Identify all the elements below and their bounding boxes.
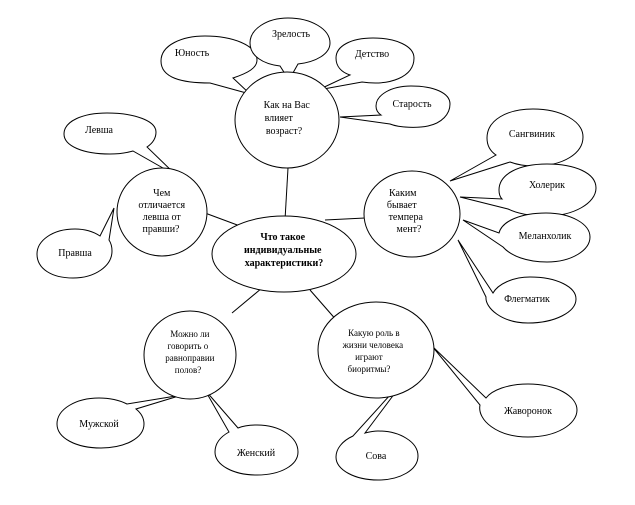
leaf-melancholic-label: Меланхолик <box>519 231 572 242</box>
topic-age-text: Как на Вас влияет возраст? <box>264 100 313 137</box>
center-line-3: характеристики? <box>245 258 324 269</box>
leaf-sanguine-label: Сангвиник <box>509 129 555 140</box>
leaf-righty-label: Правша <box>58 248 92 259</box>
topic-biorhythm-ellipse <box>317 301 435 399</box>
topic-hand-line-3: левша от <box>143 212 182 223</box>
connector-center-temperament <box>324 217 366 221</box>
topic-age-line-3: возраст? <box>266 126 303 137</box>
topic-gender-line-3: равноправии <box>165 353 214 363</box>
topic-temperament-text: Каким бывает темпера мент? <box>387 188 426 235</box>
leaf-male-label: Мужской <box>79 419 119 430</box>
leaf-childhood-label: Детство <box>355 49 389 60</box>
center-line-1: Что такое <box>260 232 305 243</box>
leaf-choleric-label: Холерик <box>529 180 565 191</box>
callout-choleric <box>459 163 597 217</box>
leaf-female-label: Женский <box>237 448 276 459</box>
topic-hand-text: Чем отличается левша от правши? <box>138 188 187 235</box>
topic-biorhythm-line-4: биоритмы? <box>348 364 391 374</box>
topic-temperament-line-2: бывает <box>387 200 417 211</box>
topic-age-ellipse <box>234 71 340 169</box>
leaf-maturity-label: Зрелость <box>272 29 310 40</box>
topic-biorhythm-line-1: Какую роль в <box>348 328 400 338</box>
leaf-lark-label: Жаворонок <box>504 406 552 417</box>
topic-biorhythm-line-3: играют <box>355 352 383 362</box>
topic-temperament-line-1: Каким <box>389 188 417 199</box>
callout-youth <box>160 35 258 95</box>
callout-childhood <box>317 37 415 91</box>
leaf-lefty-label: Левша <box>85 125 114 136</box>
callout-melancholic <box>462 212 591 263</box>
callout-lefty <box>63 112 178 177</box>
callout-phlegmatic <box>457 239 577 324</box>
callout-maturity <box>249 17 331 81</box>
center-text: Что такое индивидуальные характеристики? <box>244 232 324 269</box>
topic-gender-ellipse <box>143 310 237 400</box>
leaf-old-age-label: Старость <box>392 99 432 110</box>
callout-sanguine <box>449 108 584 182</box>
topic-hand-line-2: отличается <box>138 200 185 211</box>
topic-gender-line-2: говорить о <box>167 341 208 351</box>
callout-female <box>204 389 299 476</box>
leaf-owl-label: Сова <box>366 451 387 462</box>
topic-biorhythm-text: Какую роль в жизни человека играют биори… <box>342 328 406 374</box>
connector-center-gender <box>231 287 263 314</box>
topic-temperament-ellipse <box>363 170 461 258</box>
connector-center-hand <box>204 212 241 227</box>
callout-old-age <box>339 85 451 128</box>
topic-hand-line-1: Чем <box>153 188 171 199</box>
topic-gender-text: Можно ли говорить о равноправии полов? <box>165 329 217 375</box>
center-ellipse <box>211 215 357 293</box>
connector-center-biorhythm <box>309 289 339 323</box>
topic-age-line-2: влияет <box>265 113 294 124</box>
leaf-youth-label: Юность <box>175 48 210 59</box>
callout-lark <box>431 345 578 438</box>
callout-male <box>56 394 183 449</box>
callout-righty <box>36 207 115 279</box>
topic-temperament-line-3: темпера <box>389 212 424 223</box>
center-line-2: индивидуальные <box>244 245 322 256</box>
topic-temperament-line-4: мент? <box>397 224 422 235</box>
topic-age-line-1: Как на Вас <box>264 100 311 111</box>
topic-hand-line-4: правши? <box>142 224 180 235</box>
callout-owl <box>335 372 419 481</box>
topic-hand-ellipse <box>116 167 208 257</box>
topic-gender-line-1: Можно ли <box>170 329 209 339</box>
leaf-phlegmatic-label: Флегматик <box>504 294 550 305</box>
topic-gender-line-4: полов? <box>175 365 201 375</box>
topic-biorhythm-line-2: жизни человека <box>342 340 403 350</box>
connector-center-age <box>284 167 289 221</box>
